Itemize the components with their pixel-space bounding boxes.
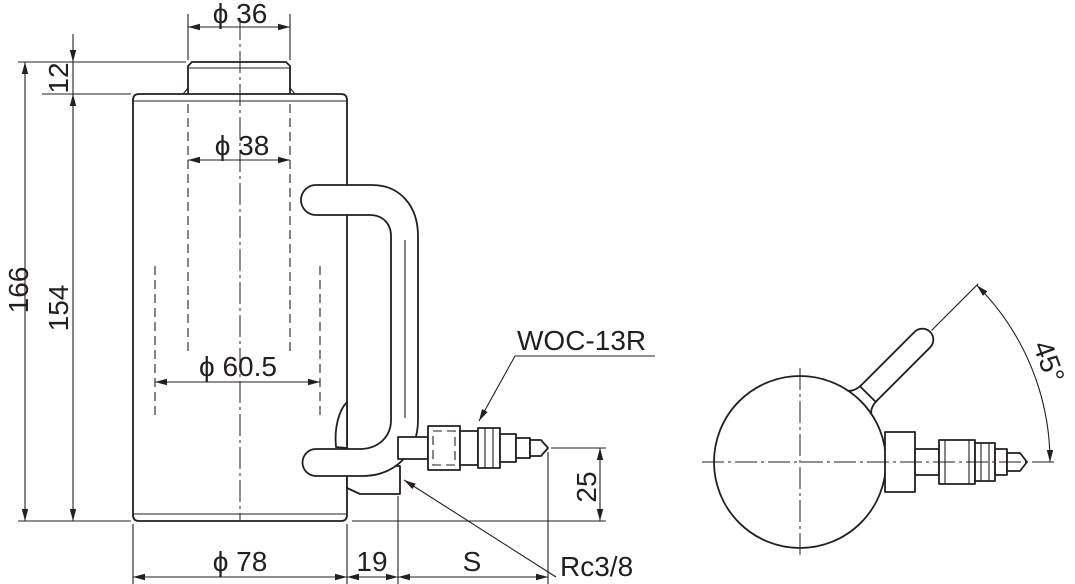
label-body-diameter: ϕ 78 <box>213 546 268 577</box>
coupler-groove <box>515 437 531 459</box>
leader-coupler-model <box>478 355 655 422</box>
label-coupler-model: WOC-13R <box>517 325 646 356</box>
port-fitting <box>397 425 549 471</box>
handle-arm <box>859 327 935 403</box>
coupler-collar-grooves <box>484 428 494 468</box>
label-handle-angle: 45° <box>1027 337 1071 387</box>
coupler-tip <box>529 439 549 457</box>
label-port-projection: 19 <box>356 546 387 577</box>
label-rod-height: 12 <box>43 62 74 93</box>
handle-upper-lug <box>334 401 348 449</box>
label-coupler-length: S <box>463 546 482 577</box>
top-view: 45° <box>702 283 1071 556</box>
front-view: ϕ 36 12 166 154 ϕ 38 ϕ 60.5 WOC-13R 25 ϕ… <box>3 0 655 584</box>
fitting-hex-nut <box>427 425 461 471</box>
front-dimension-lines <box>21 23 604 581</box>
coupler-neck <box>499 433 517 463</box>
piston-rod <box>187 61 291 94</box>
top-handle <box>847 283 979 415</box>
label-body-height: 154 <box>43 285 74 332</box>
label-port-thread: Rc3/8 <box>560 551 633 582</box>
label-bore-diameter: ϕ 38 <box>215 130 270 161</box>
angle-reference-line <box>931 283 979 331</box>
label-port-height: 25 <box>571 471 602 502</box>
fitting-adapter <box>397 436 429 460</box>
label-inner-diameter: ϕ 60.5 <box>199 351 277 382</box>
label-rod-diameter: ϕ 36 <box>213 0 268 29</box>
leader-port-thread <box>403 479 557 578</box>
label-overall-height: 166 <box>3 267 34 314</box>
coupler-collar <box>477 427 501 469</box>
coupler-body <box>459 430 479 466</box>
cylinder-body <box>132 93 348 522</box>
rod-base-flare <box>182 87 296 95</box>
angle-dimension-arc <box>976 284 1054 463</box>
